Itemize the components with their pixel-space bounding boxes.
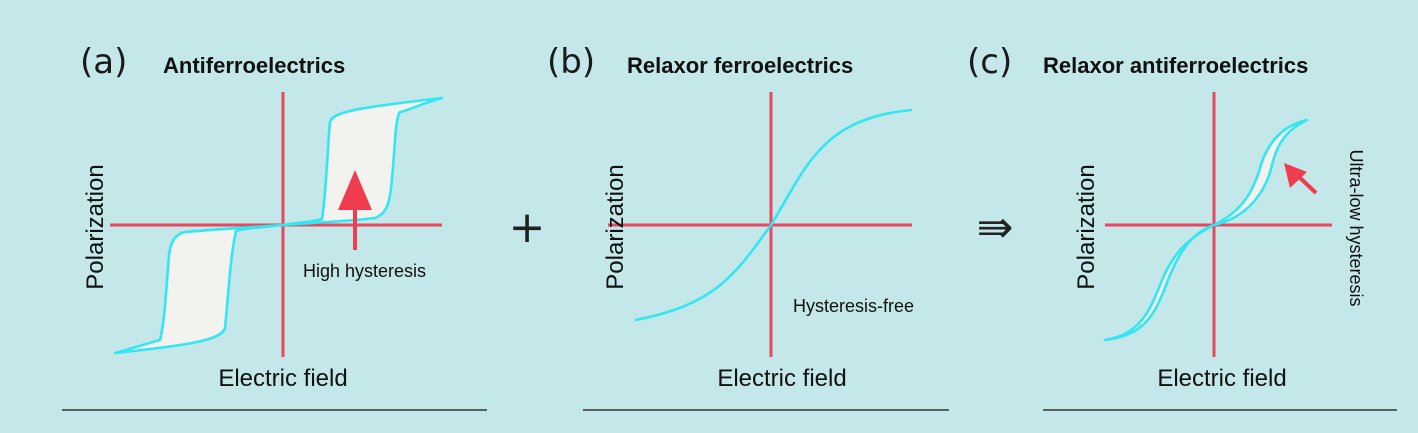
plus-sign: +: [509, 202, 546, 253]
panel-b-title: Relaxor ferroelectrics: [627, 53, 853, 78]
panel-c-arrow-head: [1284, 163, 1307, 188]
panel-c-title: Relaxor antiferroelectrics: [1043, 53, 1308, 78]
panel-a-letter: (a): [80, 42, 127, 82]
panel-a-arrow-head: [338, 170, 372, 210]
panel-b-annotation: Hysteresis-free: [793, 296, 914, 316]
panel-c-xlabel: Electric field: [1157, 365, 1286, 392]
panel-b-curve: [634, 108, 913, 322]
panel-a-annotation: High hysteresis: [303, 261, 426, 281]
panel-b-letter: (b): [547, 42, 595, 82]
panel-c-letter: (c): [967, 42, 1012, 82]
panel-c-ylabel: Polarization: [1073, 164, 1100, 289]
panel-b: (b) Relaxor ferroelectrics Hysteresis-fr…: [547, 42, 949, 411]
panel-c: (c) Relaxor antiferroelectrics Ultra-low…: [967, 42, 1397, 411]
panel-a-lower-loop: [113, 223, 285, 355]
panel-a-ylabel: Polarization: [82, 164, 109, 289]
panel-c-loop: [1103, 118, 1309, 342]
panel-a-title: Antiferroelectrics: [163, 53, 345, 78]
panel-a-upper-loop: [281, 96, 444, 227]
panel-b-xlabel: Electric field: [717, 365, 846, 392]
panel-c-annotation: Ultra-low hysteresis: [1346, 149, 1366, 306]
panel-a: (a) Antiferroelectrics High hysteresis P…: [62, 42, 487, 411]
implies-sign: ⇛: [977, 202, 1014, 253]
panel-b-ylabel: Polarization: [602, 164, 629, 289]
panel-a-xlabel: Electric field: [218, 365, 347, 392]
